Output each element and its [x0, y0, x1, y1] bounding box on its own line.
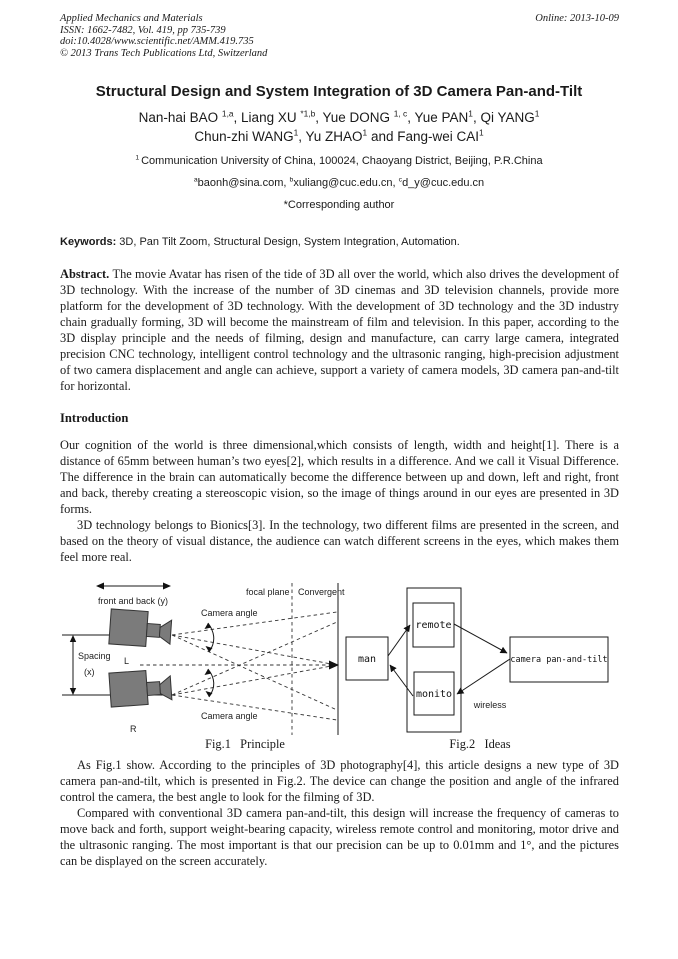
spacing-x-label: (x) [84, 667, 95, 677]
monitor-label: monito [416, 689, 452, 700]
flow-arrows [387, 623, 511, 697]
convergent-label: Convergent [298, 587, 345, 597]
left-camera-icon [108, 608, 173, 647]
issn-line: ISSN: 1662-7482, Vol. 419, pp 735-739 [60, 24, 226, 36]
abstract-paragraph: Abstract. The movie Avatar has risen of … [60, 267, 619, 393]
man-box [345, 636, 389, 681]
fig1-caption: Fig.1 Principle [205, 737, 285, 751]
remote-box [412, 602, 455, 648]
convergence-point-arrow [329, 660, 339, 670]
doi-line: doi:10.4028/www.scientific.net/AMM.419.7… [60, 36, 254, 47]
right-camera-label: R [130, 724, 137, 734]
copyright-line: © 2013 Trans Tech Publications Ltd, Swit… [60, 47, 268, 59]
closing-paragraph-1: As Fig.1 show. According to the principl… [60, 758, 619, 804]
author-list: Nan-hai BAO 1,a, Liang XU *1,b, Yue DONG… [30, 108, 648, 146]
wireless-label: wireless [473, 700, 507, 710]
camera-view-rays [171, 611, 338, 721]
intro-paragraph-2: 3D technology belongs to Bionics[3]. In … [60, 518, 619, 564]
journal-title: Applied Mechanics and Materials [60, 13, 203, 24]
front-back-label: front and back (y) [98, 596, 168, 606]
front-back-arrow [96, 582, 171, 590]
intro-paragraph-1: Our cognition of the world is three dime… [60, 438, 619, 516]
camera-angle-label-bottom: Camera angle [201, 711, 258, 721]
monitor-box [413, 671, 455, 716]
camera-pan-tilt-label: camera pan-and-tilt [510, 655, 607, 665]
fig1-principle-diagram: front and back (y) focal plane Convergen… [62, 582, 345, 735]
corresponding-author-note: *Corresponding author [283, 199, 395, 211]
camera-angle-arc-bottom [204, 668, 215, 698]
right-camera-icon [108, 670, 173, 708]
fig2-caption: Fig.2 Ideas [449, 737, 511, 751]
spacing-label: Spacing [78, 651, 111, 661]
affiliation-line: 1 Communication University of China, 100… [135, 154, 543, 167]
closing-section: As Fig.1 show. According to the principl… [60, 757, 619, 869]
keywords-line: Keywords: 3D, Pan Tilt Zoom, Structural … [60, 236, 460, 248]
camera-pan-tilt-box [509, 636, 609, 683]
journal-header: Applied Mechanics and Materials ISSN: 16… [60, 13, 619, 59]
online-date: Online: 2013-10-09 [535, 13, 619, 24]
author-line-2: Chun-zhi WANG1, Yu ZHAO1 and Fang-wei CA… [194, 127, 484, 144]
spacing-arrow [69, 635, 77, 695]
fig2-ideas-diagram: man remote monito camera pan-and-tilt wi… [345, 587, 609, 733]
left-camera-label: L [124, 656, 129, 666]
journal-header-left: Applied Mechanics and Materials ISSN: 16… [60, 13, 267, 59]
focal-plane-label: focal plane [246, 587, 290, 597]
author-line-1: Nan-hai BAO 1,a, Liang XU *1,b, Yue DONG… [138, 108, 540, 125]
camera-angle-label-top: Camera angle [201, 608, 258, 618]
man-label: man [358, 654, 376, 665]
introduction-section: Our cognition of the world is three dime… [60, 437, 619, 565]
remote-label: remote [415, 620, 451, 631]
paper-title: Structural Design and System Integration… [95, 83, 583, 100]
closing-paragraph-2: Compared with conventional 3D camera pan… [60, 806, 619, 868]
figure-area: front and back (y) focal plane Convergen… [60, 578, 619, 738]
camera-angle-arc-top [204, 622, 215, 653]
author-emails: abaonh@sina.com, bxuliang@cuc.edu.cn, cd… [193, 176, 485, 189]
introduction-heading: Introduction [60, 411, 129, 425]
